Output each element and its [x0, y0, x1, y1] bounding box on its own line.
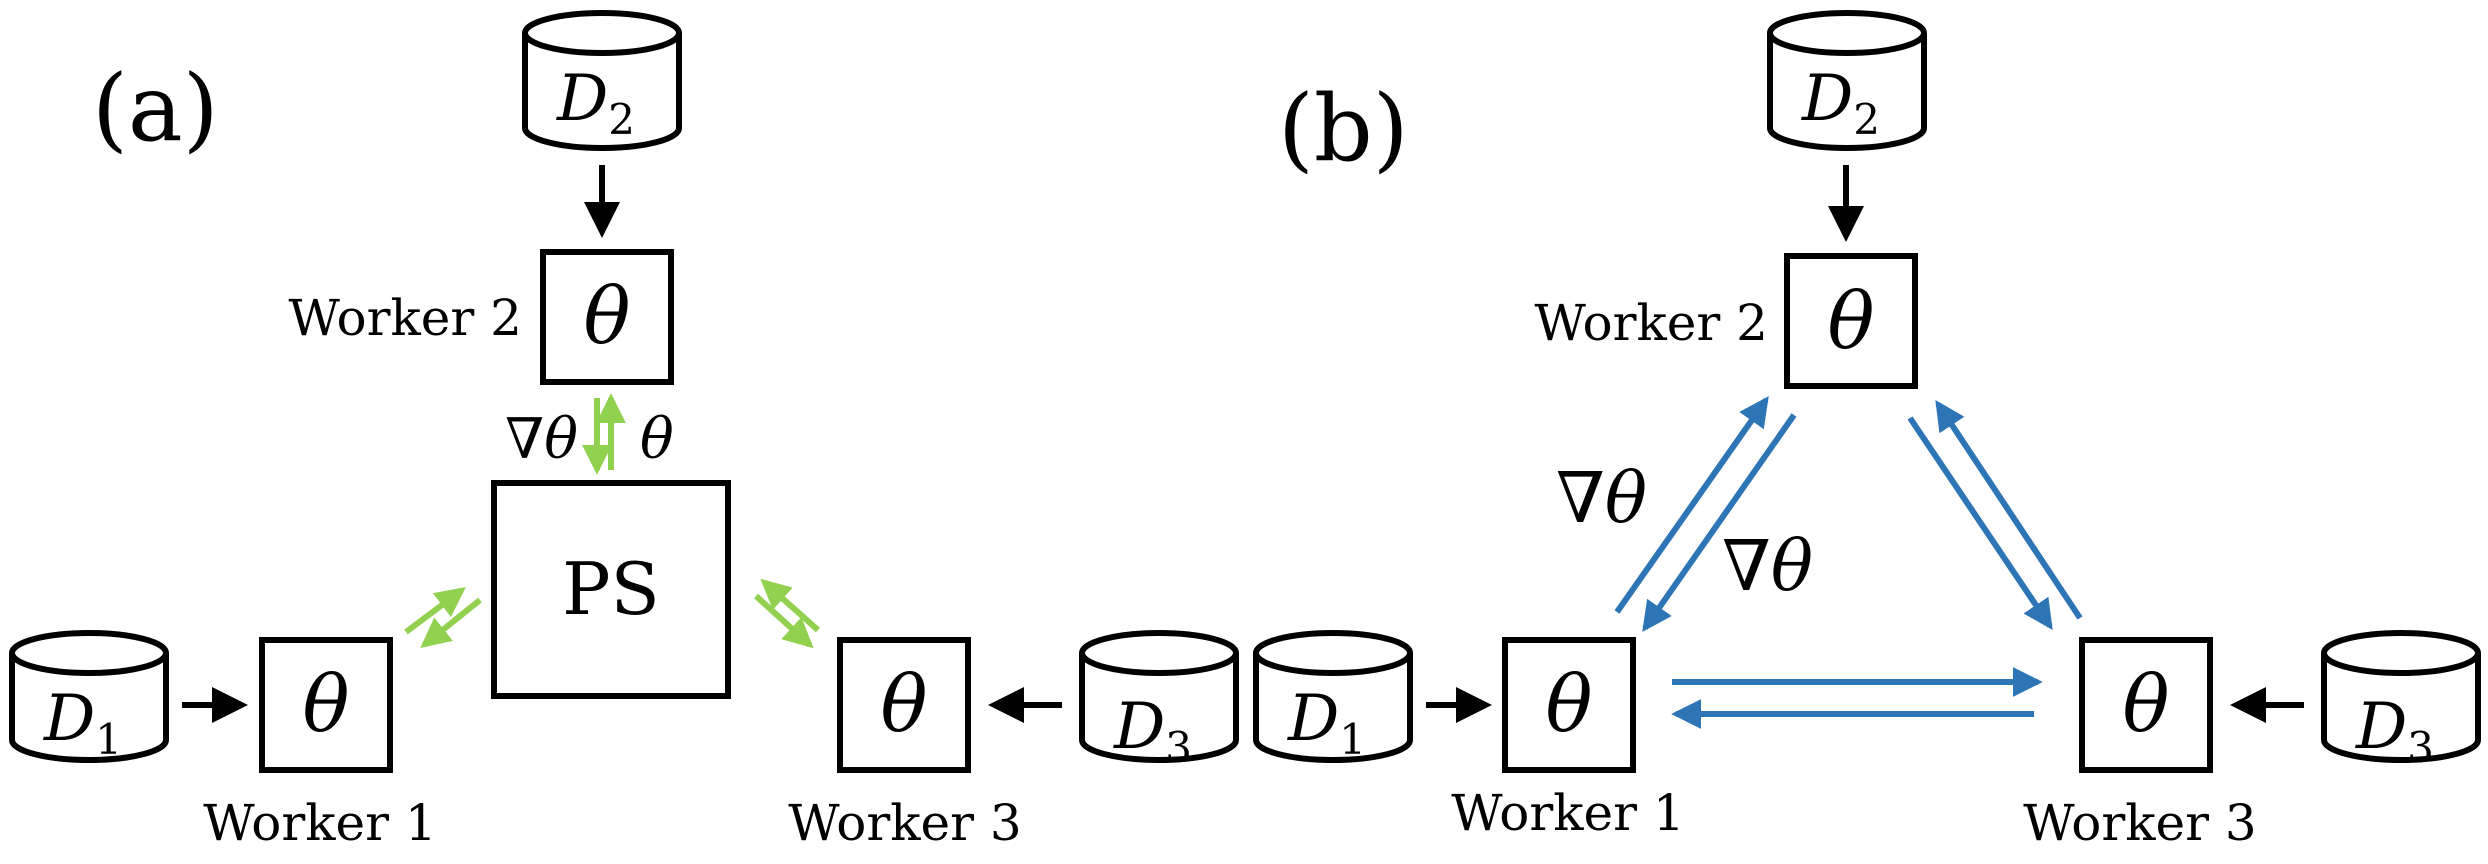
panel-b-arrow-w2-to-w1 — [1642, 413, 1797, 632]
panel-b-db-2-base: D — [1801, 62, 1853, 136]
panel-b-worker-3-box — [2079, 637, 2213, 773]
panel-b-grad-label-1: ∇θ — [1556, 457, 1647, 539]
panel-b-db-1: D1 — [1253, 630, 1413, 764]
panel-b-grad-label-2: ∇θ — [1722, 525, 1813, 607]
panel-b-arrow-w2-to-w3 — [1907, 416, 2053, 630]
panel-b-db-3: D3 — [2321, 630, 2481, 772]
panel-b-db-3-sub: 3 — [2407, 723, 2434, 772]
panel-b-db-2-sub: 2 — [1853, 95, 1880, 144]
panel-b-worker-2-theta: θ — [1828, 277, 1875, 367]
panel-b-db-3-base: D — [2355, 690, 2407, 764]
panel-a-db-1: D1 — [9, 630, 169, 764]
svg-text:D1: D1 — [1287, 682, 1366, 764]
panel-a-arrow-w1-to-ps — [404, 587, 466, 635]
panel-a-worker-2-box — [540, 249, 674, 385]
panel-b-worker-2-box — [1784, 253, 1918, 389]
panel-b-worker-1-label: Worker 1 — [1451, 784, 1685, 842]
panel-a-db-1-base: D — [43, 682, 95, 756]
svg-text:D1: D1 — [43, 682, 122, 764]
panel-a-db-3-base: D — [1113, 690, 1165, 764]
panel-a-worker-3-box — [837, 637, 971, 773]
panel-b-db-1-base: D — [1287, 682, 1339, 756]
panel-b: (b) D2 θ Worker 2 D1 θ Worker 1 θ Worker — [1253, 10, 2481, 852]
panel-a-db-2: D2 — [522, 10, 682, 151]
panel-a-db-3-sub: 3 — [1165, 723, 1192, 772]
panel-b-worker-1-box — [1502, 637, 1636, 773]
panel-a-param-label: θ — [640, 407, 674, 472]
panel-a-worker-3-label: Worker 3 — [788, 794, 1022, 852]
panel-b-db-2: D2 — [1767, 10, 1927, 151]
panel-b-worker-2-label: Worker 2 — [1535, 294, 1769, 352]
panel-a-arrow-ps-to-w1 — [420, 597, 482, 649]
panel-a-db-2-base: D — [556, 62, 608, 136]
panel-b-db-1-sub: 1 — [1339, 715, 1366, 764]
panel-b-worker-1-theta: θ — [1546, 660, 1593, 750]
panel-a-db-1-sub: 1 — [95, 715, 122, 764]
panel-a-worker-1-label: Worker 1 — [203, 794, 437, 852]
panel-a-arrow-ps-to-w3 — [753, 593, 814, 649]
panel-a-worker-2-label: Worker 2 — [289, 289, 523, 347]
parameter-server-label: PS — [562, 547, 660, 631]
panel-a-grad-label: ∇θ — [505, 407, 578, 472]
panel-a-db-3: D3 — [1079, 630, 1239, 772]
panel-a-arrow-w3-to-ps — [760, 578, 820, 633]
svg-text:D3: D3 — [1113, 690, 1192, 772]
panel-b-worker-3-theta: θ — [2123, 660, 2170, 750]
panel-a-worker-1-theta: θ — [303, 660, 350, 750]
panel-b-worker-3-label: Worker 3 — [2023, 794, 2257, 852]
svg-text:D2: D2 — [1801, 62, 1880, 144]
panel-a-db-2-sub: 2 — [608, 95, 635, 144]
panel-a: (a) D2 θ Worker 2 ∇θ θ PS D1 — [9, 10, 1239, 852]
parameter-server-box — [491, 480, 731, 699]
panel-b-arrow-w3-to-w2 — [1935, 400, 2083, 620]
svg-text:D2: D2 — [556, 62, 635, 144]
panel-a-worker-1-box — [259, 637, 393, 773]
svg-text:D3: D3 — [2355, 690, 2434, 772]
panel-a-worker-3-theta: θ — [881, 660, 928, 750]
panel-b-label: (b) — [1278, 75, 1409, 182]
panel-b-arrow-w1-to-w2 — [1614, 396, 1769, 614]
panel-a-label: (a) — [92, 55, 219, 162]
panel-a-worker-2-theta: θ — [584, 272, 631, 362]
